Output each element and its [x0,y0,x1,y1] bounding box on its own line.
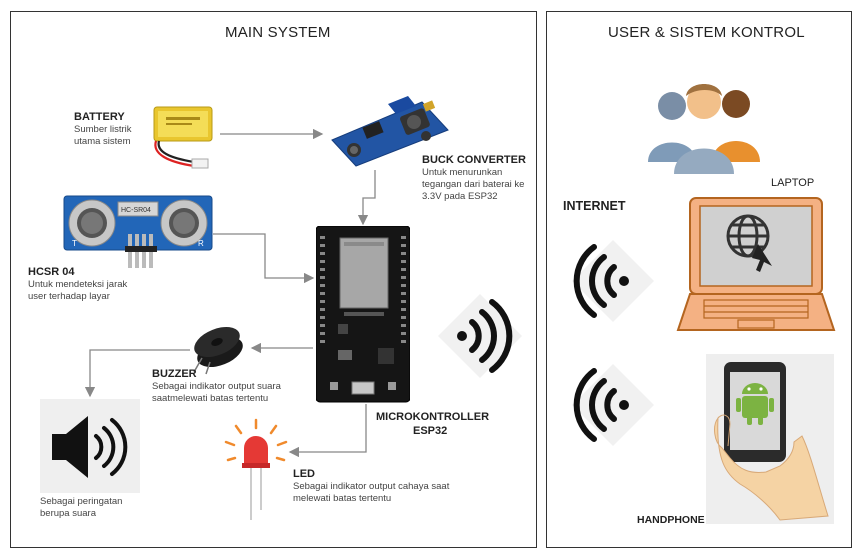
buzzer-image [193,326,243,375]
buck-converter-label: BUCK CONVERTER [422,154,526,166]
speaker-icon [52,416,128,478]
main-system-title: MAIN SYSTEM [225,24,331,41]
user-control-title: USER & SISTEM KONTROL [608,24,805,41]
internet-wifi-signal-icon-bottom [572,364,654,446]
internet-wifi-signal-icon-top [572,240,654,322]
arrow-esp32-to-led [288,404,367,458]
buck-converter-image [331,96,449,167]
handphone-icon [714,362,829,521]
esp32-label-line2: ESP32 [413,425,448,437]
buck-converter-description: Untuk menurunkan tegangan dari baterai k… [422,167,525,202]
arrow-buzzer-to-speaker [84,349,190,398]
led-image [224,418,288,520]
speaker-description: Sebagai peringatan berupa suara [40,496,123,519]
hcsr04-pin-r: R [198,239,204,248]
arrow-buck-to-esp32 [357,170,376,226]
laptop-label: LAPTOP [771,177,815,189]
hcsr04-pin-t: T [72,239,77,248]
hcsr04-label: HCSR 04 [28,266,75,278]
buzzer-label: BUZZER [152,368,197,380]
battery-description: Sumber listrik utama sistem [74,124,132,147]
hcsr04-image: HC-SR04 T R [63,195,213,268]
battery-label: BATTERY [74,111,125,123]
internet-label: INTERNET [563,199,626,213]
hcsr04-module-text: HC-SR04 [121,207,151,214]
led-label: LED [293,468,315,480]
battery-image [153,106,213,169]
led-description: Sebagai indikator output cahaya saat mel… [293,481,450,504]
buzzer-description: Sebagai indikator output suara saatmelew… [152,381,281,404]
esp32-wifi-signal-icon [438,294,522,378]
esp32-board-image [316,226,410,403]
laptop-icon [676,197,836,331]
hcsr04-description: Untuk mendeteksi jarak user terhadap lay… [28,279,128,302]
users-group-icon [648,84,760,174]
esp32-label-line1: MICROKONTROLLER [376,411,490,423]
handphone-label: HANDPHONE [637,514,705,526]
arrow-hcsr-to-esp32 [213,233,315,284]
